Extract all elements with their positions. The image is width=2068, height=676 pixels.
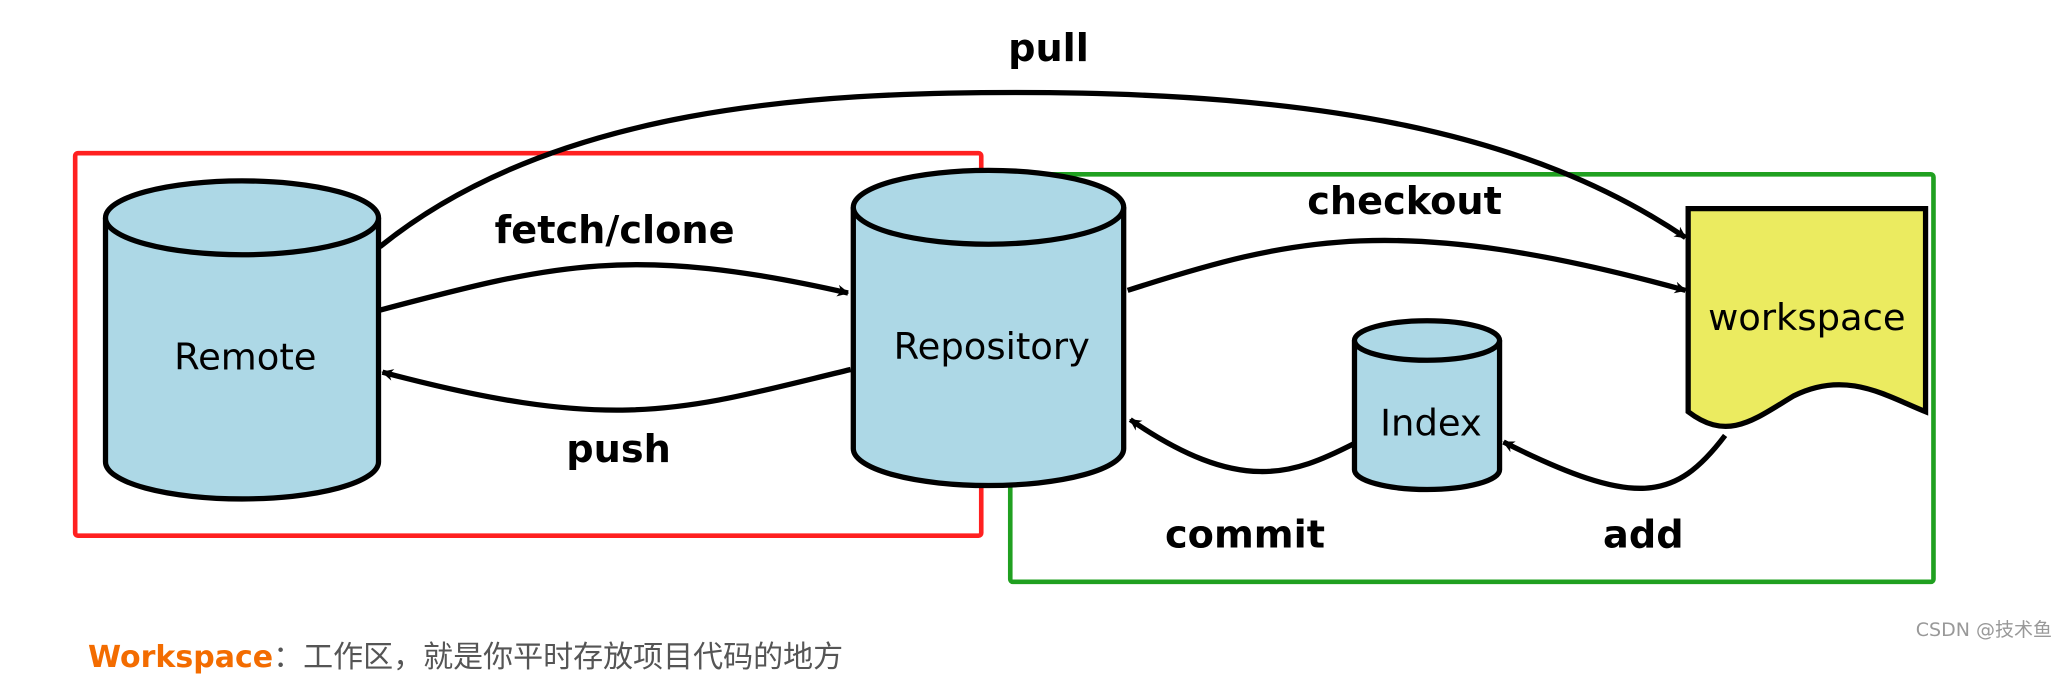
fetch-clone-label: fetch/clone (495, 209, 735, 253)
push-label: push (566, 428, 671, 472)
push-arrow (381, 366, 852, 413)
commit-label: commit (1165, 514, 1325, 558)
footer-text: Workspace：工作区，就是你平时存放项目代码的地方 (88, 632, 843, 676)
add-label: add (1603, 514, 1684, 558)
repository-label: Repository (894, 325, 1090, 368)
add-arrow (1502, 433, 1728, 491)
pull-arrow (378, 89, 1688, 249)
remote-label: Remote (174, 336, 316, 379)
checkout-label: checkout (1307, 180, 1502, 224)
pull-label: pull (1008, 27, 1089, 71)
checkout-arrow (1126, 237, 1687, 294)
watermark: CSDN @技术鱼 (1915, 619, 2052, 641)
workspace-node: workspace (1685, 205, 1929, 429)
fetch-clone-arrow (379, 262, 850, 313)
footer-keyword: Workspace (88, 640, 274, 675)
remote-node: Remote (102, 178, 382, 502)
index-node: Index (1351, 318, 1503, 493)
footer-description: ：工作区，就是你平时存放项目代码的地方 (273, 640, 844, 675)
git-workflow-diagram: Remote Repository Index workspace pull f… (72, 27, 1936, 585)
commit-arrow (1128, 417, 1356, 475)
workspace-label: workspace (1708, 296, 1906, 339)
repository-node: Repository (850, 167, 1127, 489)
index-label: Index (1380, 401, 1482, 444)
